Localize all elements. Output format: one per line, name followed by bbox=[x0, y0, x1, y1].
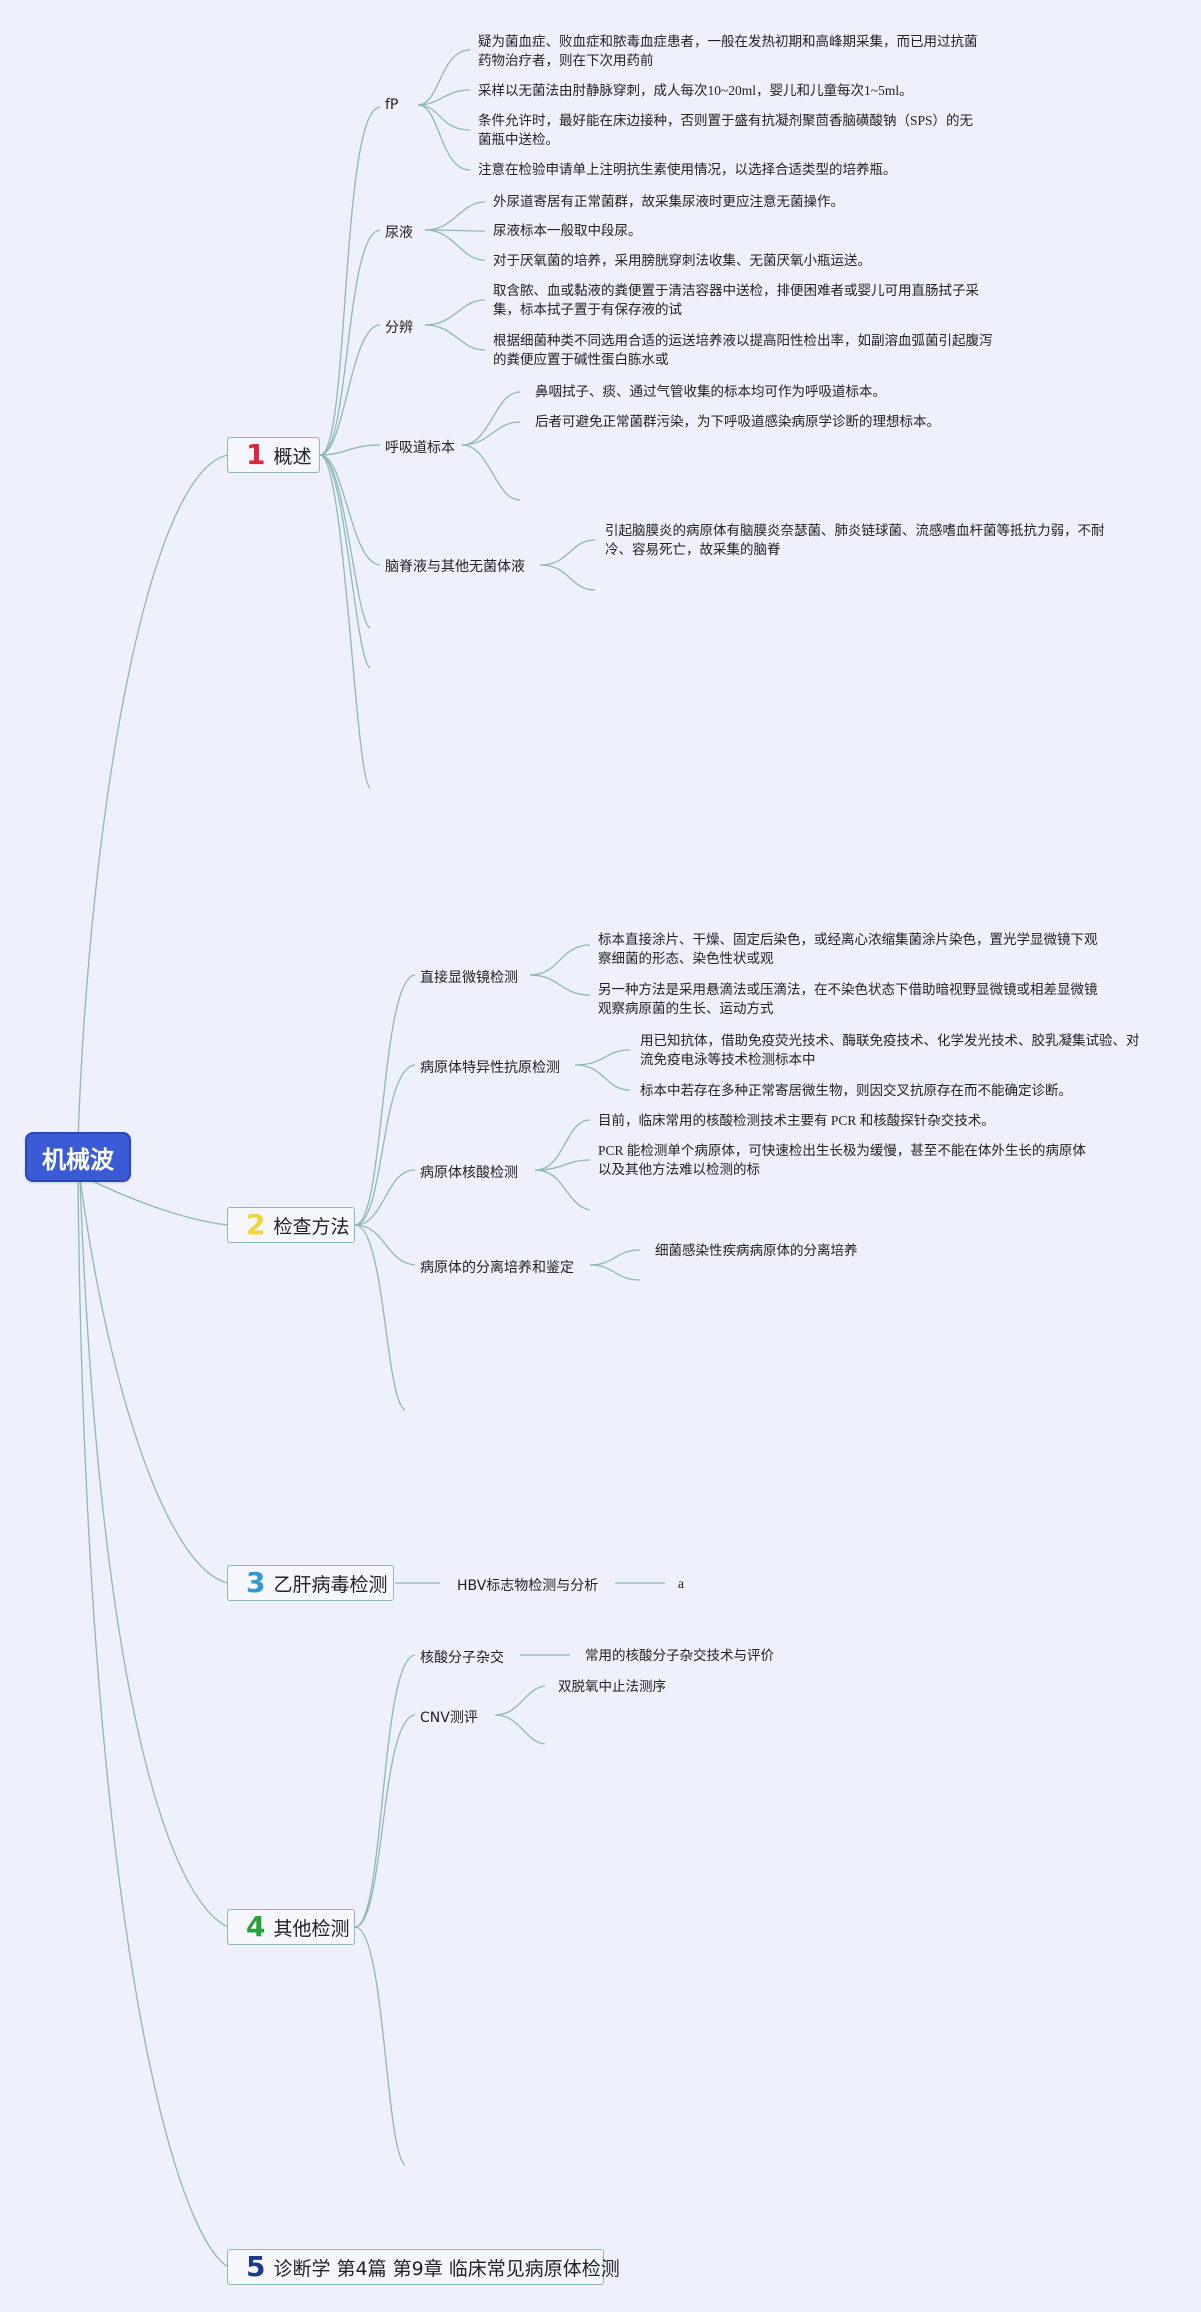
branch-label: 其他检测 bbox=[273, 1917, 350, 1940]
connector-culture-l1 bbox=[589, 1249, 641, 1266]
connector-fp-l1 bbox=[417, 49, 471, 106]
connector-csf-l1 bbox=[539, 539, 596, 566]
leaf-hybrid-1: 常用的核酸分子杂交技术与评价 bbox=[585, 1648, 774, 1663]
leaf-urine-1: 外尿道寄居有正常菌群，故采集尿液时更应注意无菌操作。 bbox=[493, 194, 844, 209]
connector-root-branch4 bbox=[79, 1179, 229, 1928]
subtopic-fp[interactable]: fP bbox=[385, 97, 399, 113]
leaf-fp-1: 疑为菌血症、败血症和脓毒血症患者，一般在发热初期和高峰期采集，而已用过抗菌药物治… bbox=[478, 34, 978, 68]
leaf-fen-1: 取含脓、血或黏液的粪便置于清洁容器中送检，排便困难者或婴儿可用直肠拭子采集，标本… bbox=[493, 283, 979, 317]
connector-root-branch1 bbox=[77, 454, 229, 1141]
subtopic-culture[interactable]: 病原体的分离培养和鉴定 bbox=[420, 1260, 574, 1276]
leaf-urine-3: 对于厌氧菌的培养，采用膀胱穿刺法收集、无菌厌氧小瓶运送。 bbox=[493, 253, 871, 268]
connector-root-branch5 bbox=[77, 1179, 229, 2268]
leaf-resp-1: 鼻咽拭子、痰、通过气管收集的标本均可作为呼吸道标本。 bbox=[535, 384, 886, 399]
branch-number: 2 bbox=[246, 1208, 266, 1241]
connector-csf-l2 bbox=[539, 564, 596, 591]
connector-b1-resp bbox=[319, 444, 381, 456]
connector-fp-l2 bbox=[417, 89, 471, 106]
branch-number: 1 bbox=[246, 438, 266, 471]
leaf-fp-3: 条件允许时，最好能在床边接种，否则置于盛有抗凝剂聚茴香脑磺酸钠（SPS）的无菌瓶… bbox=[478, 113, 974, 147]
leaf-micro-2: 另一种方法是采用悬滴法或压滴法，在不染色状态下借助暗视野显微镜或相差显微镜观察病… bbox=[598, 982, 1098, 1016]
leaf-fp-2: 采样以无菌法由肘静脉穿刺，成人每次10~20ml，婴儿和儿童每次1~5ml。 bbox=[478, 83, 913, 98]
leaf-antigen-1: 用已知抗体，借助免疫荧光技术、酶联免疫技术、化学发光技术、胶乳凝集试验、对流免疫… bbox=[640, 1033, 1140, 1067]
connector-nucleic-l2 bbox=[534, 1159, 591, 1171]
leaf-culture-1: 细菌感染性疾病病原体的分离培养 bbox=[655, 1243, 858, 1258]
branch-hbv[interactable]: 3 乙肝病毒检测 bbox=[227, 1565, 394, 1601]
subtopic-urine[interactable]: 尿液 bbox=[385, 225, 413, 241]
connector-resp-l2 bbox=[461, 421, 521, 446]
subtopic-fen[interactable]: 分辨 bbox=[385, 320, 413, 336]
connector-cnv-l2 bbox=[494, 1714, 546, 1745]
connector-b1-empty1 bbox=[319, 454, 371, 629]
connector-culture-l2 bbox=[589, 1264, 641, 1281]
leaf-micro-1: 标本直接涂片、干燥、固定后染色，或经离心浓缩集菌涂片染色，置光学显微镜下观察细菌… bbox=[598, 932, 1098, 966]
connector-b4-empty bbox=[354, 1926, 406, 2166]
connector-urine-l3 bbox=[424, 229, 486, 261]
leaf-fen-2: 根据细菌种类不同选用合适的运送培养液以提高阳性检出率，如副溶血弧菌引起腹泻的粪便… bbox=[493, 333, 993, 367]
branch-number: 5 bbox=[246, 2250, 266, 2283]
connector-fp-l3 bbox=[417, 104, 471, 131]
connector-b1-empty3 bbox=[319, 454, 371, 789]
branch-number: 4 bbox=[246, 1910, 266, 1943]
subtopic-antigen[interactable]: 病原体特异性抗原检测 bbox=[420, 1060, 560, 1076]
leaf-csf-1: 引起脑膜炎的病原体有脑膜炎奈瑟菌、肺炎链球菌、流感嗜血杆菌等抵抗力弱，不耐冷、容… bbox=[605, 523, 1105, 557]
connector-resp-l1 bbox=[461, 391, 521, 446]
connector-b2-micro bbox=[354, 974, 416, 1226]
subtopic-nucleic[interactable]: 病原体核酸检测 bbox=[420, 1165, 518, 1181]
leaf-urine-2: 尿液标本一般取中段尿。 bbox=[493, 223, 642, 238]
leaf-resp-2: 后者可避免正常菌群污染，为下呼吸道感染病原学诊断的理想标本。 bbox=[535, 414, 940, 429]
connector-b2-nucleic bbox=[354, 1169, 416, 1226]
leaf-hbv-a: a bbox=[678, 1576, 684, 1591]
subtopic-hbv-markers[interactable]: HBV标志物检测与分析 bbox=[457, 1578, 599, 1594]
subtopic-hybridization[interactable]: 核酸分子杂交 bbox=[420, 1650, 504, 1666]
connector-micro-l2 bbox=[529, 974, 591, 996]
branch-label: 乙肝病毒检测 bbox=[273, 1573, 388, 1596]
connector-b1-urine bbox=[319, 229, 381, 456]
leaf-antigen-2: 标本中若存在多种正常寄居微生物，则因交叉抗原存在而不能确定诊断。 bbox=[640, 1083, 1072, 1098]
connector-root-branch3 bbox=[79, 1177, 229, 1584]
connector-urine-l1 bbox=[424, 201, 486, 231]
subtopic-respiratory[interactable]: 呼吸道标本 bbox=[385, 440, 455, 456]
connector-root-branch2 bbox=[79, 1174, 229, 1226]
connector-b1-empty2 bbox=[319, 454, 371, 669]
subtopic-microscopy[interactable]: 直接显微镜检测 bbox=[420, 970, 518, 986]
connector-resp-l3 bbox=[461, 444, 521, 501]
connector-b1-fen bbox=[319, 324, 381, 456]
leaf-cnv-1: 双脱氧中止法测序 bbox=[558, 1679, 666, 1694]
subtopic-cnv[interactable]: CNV测评 bbox=[420, 1710, 478, 1726]
connector-micro-l1 bbox=[529, 944, 591, 976]
branch-chapter-title[interactable]: 5 诊断学 第4篇 第9章 临床常见病原体检测 bbox=[227, 2249, 620, 2285]
subtopic-csf[interactable]: 脑脊液与其他无菌体液 bbox=[385, 559, 525, 575]
connector-fen-l2 bbox=[424, 324, 486, 351]
connector-b2-culture bbox=[354, 1224, 416, 1266]
branch-number: 3 bbox=[246, 1566, 266, 1599]
leaf-nucleic-1: 目前，临床常用的核酸检测技术主要有 PCR 和核酸探针杂交技术。 bbox=[598, 1113, 995, 1128]
connector-nucleic-l3 bbox=[534, 1169, 591, 1211]
connector-antigen-l1 bbox=[574, 1049, 631, 1066]
branch-overview[interactable]: 1 概述 bbox=[227, 437, 320, 473]
connector-b1-fp bbox=[319, 106, 381, 456]
branch-other[interactable]: 4 其他检测 bbox=[227, 1909, 355, 1945]
branch-label: 诊断学 第4篇 第9章 临床常见病原体检测 bbox=[273, 2257, 620, 2280]
connector-fen-l1 bbox=[424, 299, 486, 326]
leaf-fp-4: 注意在检验申请单上注明抗生素使用情况，以选择合适类型的培养瓶。 bbox=[478, 162, 897, 177]
connector-b2-antigen bbox=[354, 1064, 416, 1226]
connector-b1-csf bbox=[319, 454, 381, 566]
leaf-nucleic-2: PCR 能检测单个病原体，可快速检出生长极为缓慢，甚至不能在体外生长的病原体以及… bbox=[598, 1143, 1086, 1177]
connector-nucleic-l1 bbox=[534, 1119, 591, 1171]
connector-b4-cnv bbox=[354, 1714, 416, 1928]
connector-b2-empty bbox=[354, 1224, 406, 1411]
connector-fp-l4 bbox=[417, 104, 471, 171]
branch-methods[interactable]: 2 检查方法 bbox=[227, 1207, 355, 1243]
root-node[interactable]: 机械波 bbox=[25, 1132, 131, 1182]
connector-cnv-l1 bbox=[494, 1685, 546, 1716]
connector-antigen-l2 bbox=[574, 1064, 631, 1091]
branch-label: 概述 bbox=[273, 445, 312, 468]
connector-b4-hybrid bbox=[354, 1654, 416, 1928]
branch-label: 检查方法 bbox=[273, 1215, 350, 1238]
